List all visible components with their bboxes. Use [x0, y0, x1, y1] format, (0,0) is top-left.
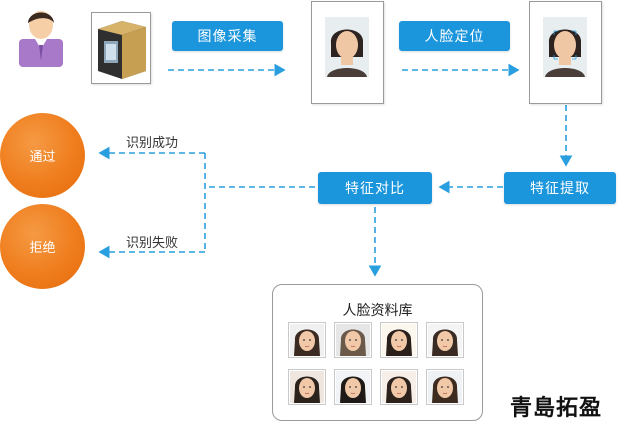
pass-result: 通过	[0, 113, 85, 198]
face-thumbnail	[334, 369, 372, 405]
face-locate-markers	[553, 30, 577, 60]
feature-extract-step: 特征提取	[504, 172, 616, 204]
face-thumbnail	[426, 369, 464, 405]
face-thumbnail-image	[336, 371, 370, 403]
face-thumbnail-image	[428, 371, 462, 403]
face-thumbnail-image	[336, 324, 370, 356]
face-thumbnail-image	[382, 371, 416, 403]
face-thumbnail	[334, 322, 372, 358]
captured-face-portrait	[325, 17, 369, 77]
face-database-title: 人脸资料库	[342, 303, 413, 319]
face-thumbnail	[288, 369, 326, 405]
face-thumbnail	[380, 369, 418, 405]
face-thumbnail	[380, 322, 418, 358]
image-capture-step: 图像采集	[172, 21, 283, 51]
captured-face-photo-frame	[311, 1, 384, 104]
user-icon	[19, 11, 63, 67]
watermark-text: 青島拓盈	[510, 395, 603, 421]
feature-compare-step: 特征对比	[318, 172, 432, 204]
reject-result: 拒绝	[0, 204, 85, 289]
located-face-photo-frame	[529, 1, 602, 104]
face-thumbnail-image	[382, 324, 416, 356]
camera-device-icon	[98, 21, 146, 79]
face-thumbnail	[288, 322, 326, 358]
face-database: 人脸资料库	[272, 284, 483, 421]
located-face-portrait	[543, 17, 587, 77]
face-thumbnail-image	[290, 371, 324, 403]
face-thumbnail-image	[290, 324, 324, 356]
face-thumbnail	[426, 322, 464, 358]
recognize-success-label: 识别成功	[126, 136, 179, 151]
recognize-fail-label: 识别失败	[126, 236, 179, 251]
capture-device-frame	[91, 12, 151, 84]
face-locate-step: 人脸定位	[399, 21, 510, 51]
face-thumbnail-image	[428, 324, 462, 356]
